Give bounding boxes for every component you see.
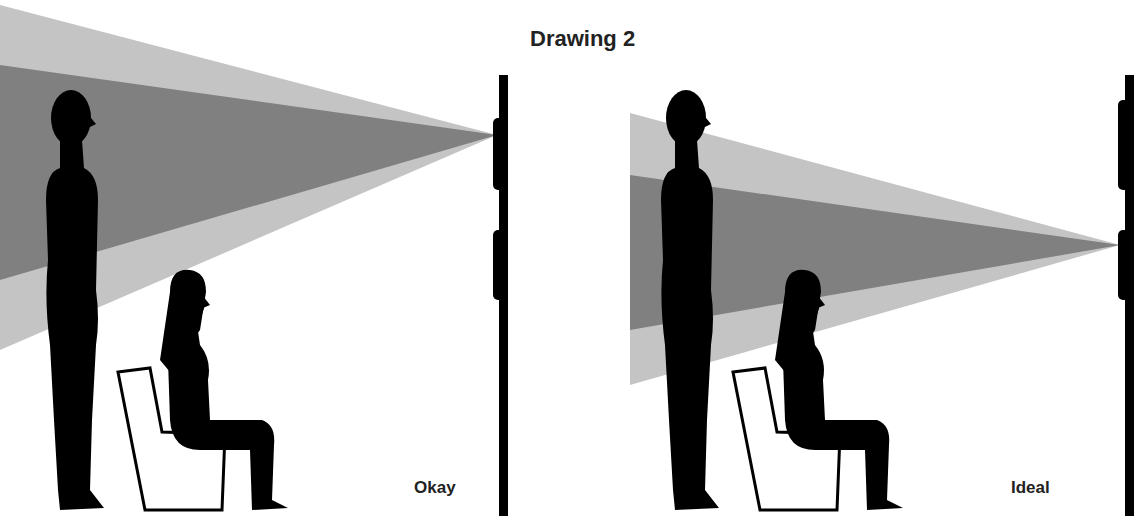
panel-label: Ideal bbox=[1011, 478, 1050, 498]
panel-label: Okay bbox=[414, 478, 456, 498]
diagram-title: Drawing 2 bbox=[530, 26, 635, 52]
